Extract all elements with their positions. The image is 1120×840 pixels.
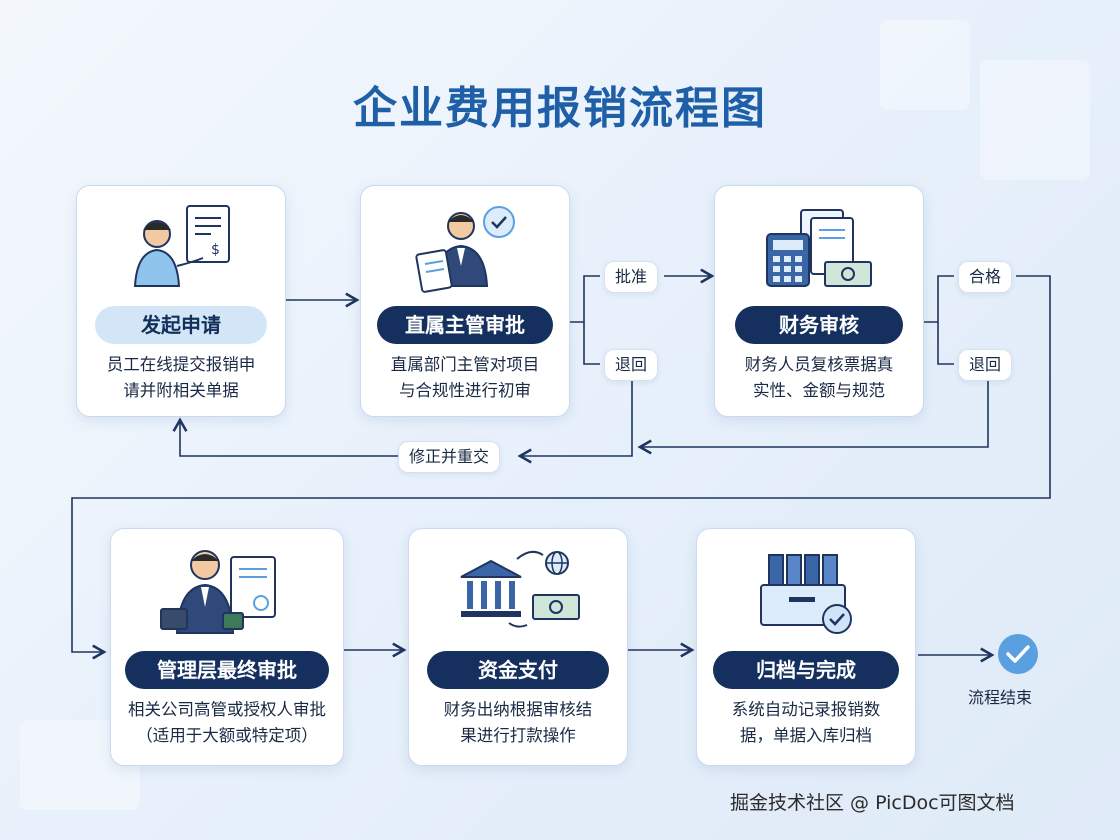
step-desc-payment: 财务出纳根据审核结 果进行打款操作 [419, 697, 617, 749]
step-card-finance: 财务审核 财务人员复核票据真 实性、金额与规范 [714, 185, 924, 417]
step-desc-archive: 系统自动记录报销数 据，单据入库归档 [707, 697, 905, 749]
step-card-archive: 归档与完成 系统自动记录报销数 据，单据入库归档 [696, 528, 916, 766]
desc-line: 财务人员复核票据真 [744, 355, 894, 374]
step-desc-submit: 员工在线提交报销申 请并附相关单据 [87, 352, 275, 404]
branch-tag-approve: 批准 [604, 261, 659, 293]
step-label-submit: 发起申请 [95, 306, 267, 344]
branch-finance-pass [922, 275, 954, 323]
step-card-submit: $ 发起申请 员工在线提交报销申 请并附相关单据 [76, 185, 286, 417]
branch-supervisor-reject [583, 322, 600, 365]
branch-tag-resubmit: 修正并重交 [398, 441, 501, 473]
desc-line: 据，单据入库归档 [740, 726, 872, 745]
desc-line: 财务出纳根据审核结 [443, 700, 593, 719]
step-desc-supervisor: 直属部门主管对项目 与合规性进行初审 [371, 352, 559, 404]
employee-receipt-icon: $ [133, 205, 230, 287]
desc-line: 请并附相关单据 [123, 381, 239, 400]
step-label-supervisor: 直属主管审批 [377, 306, 553, 344]
step-desc-management: 相关公司高管或授权人审批 （适用于大额或特定项） [121, 697, 333, 749]
background-decoration [980, 60, 1090, 180]
step-card-payment: 资金支付 财务出纳根据审核结 果进行打款操作 [408, 528, 628, 766]
branch-tag-pass: 合格 [958, 261, 1013, 293]
end-label: 流程结束 [968, 688, 1033, 707]
desc-line: 员工在线提交报销申 [106, 355, 256, 374]
bank-transfer-icon [460, 550, 580, 628]
desc-line: 系统自动记录报销数 [731, 700, 881, 719]
branch-tag-reject: 退回 [604, 349, 659, 381]
branch-supervisor-approve [570, 275, 600, 323]
arrow-finance-reject-back [637, 378, 989, 455]
branch-finance-reject [937, 322, 954, 365]
branch-tag-reject-finance: 退回 [958, 349, 1013, 381]
desc-line: （适用于大额或特定项） [136, 726, 318, 745]
desc-line: 果进行打款操作 [460, 726, 576, 745]
arrow-resubmit-to-start [172, 417, 398, 457]
step-label-archive: 归档与完成 [713, 651, 899, 689]
step-label-management: 管理层最终审批 [125, 651, 329, 689]
manager-document-check-icon [415, 206, 515, 293]
background-decoration [880, 20, 970, 110]
desc-line: 直属部门主管对项目 [390, 355, 540, 374]
watermark: 掘金技术社区 @ PicDoc可图文档 [730, 792, 1015, 814]
check-circle-icon [998, 634, 1038, 674]
arrow-reject-to-resubmit [517, 378, 633, 464]
page-title: 企业费用报销流程图 [353, 83, 767, 134]
desc-line: 实性、金额与规范 [753, 381, 885, 400]
calculator-documents-cash-icon [766, 209, 872, 287]
step-card-supervisor: 直属主管审批 直属部门主管对项目 与合规性进行初审 [360, 185, 570, 417]
step-card-management: 管理层最终审批 相关公司高管或授权人审批 （适用于大额或特定项） [110, 528, 344, 766]
svg-text:$: $ [211, 242, 220, 258]
archive-binders-check-icon [760, 554, 852, 634]
executive-stamp-icon [160, 550, 276, 634]
step-label-payment: 资金支付 [427, 651, 609, 689]
step-desc-finance: 财务人员复核票据真 实性、金额与规范 [725, 352, 913, 404]
step-label-finance: 财务审核 [735, 306, 903, 344]
arrow-pass-to-management [71, 275, 1051, 660]
desc-line: 与合规性进行初审 [399, 381, 531, 400]
desc-line: 相关公司高管或授权人审批 [128, 700, 326, 719]
